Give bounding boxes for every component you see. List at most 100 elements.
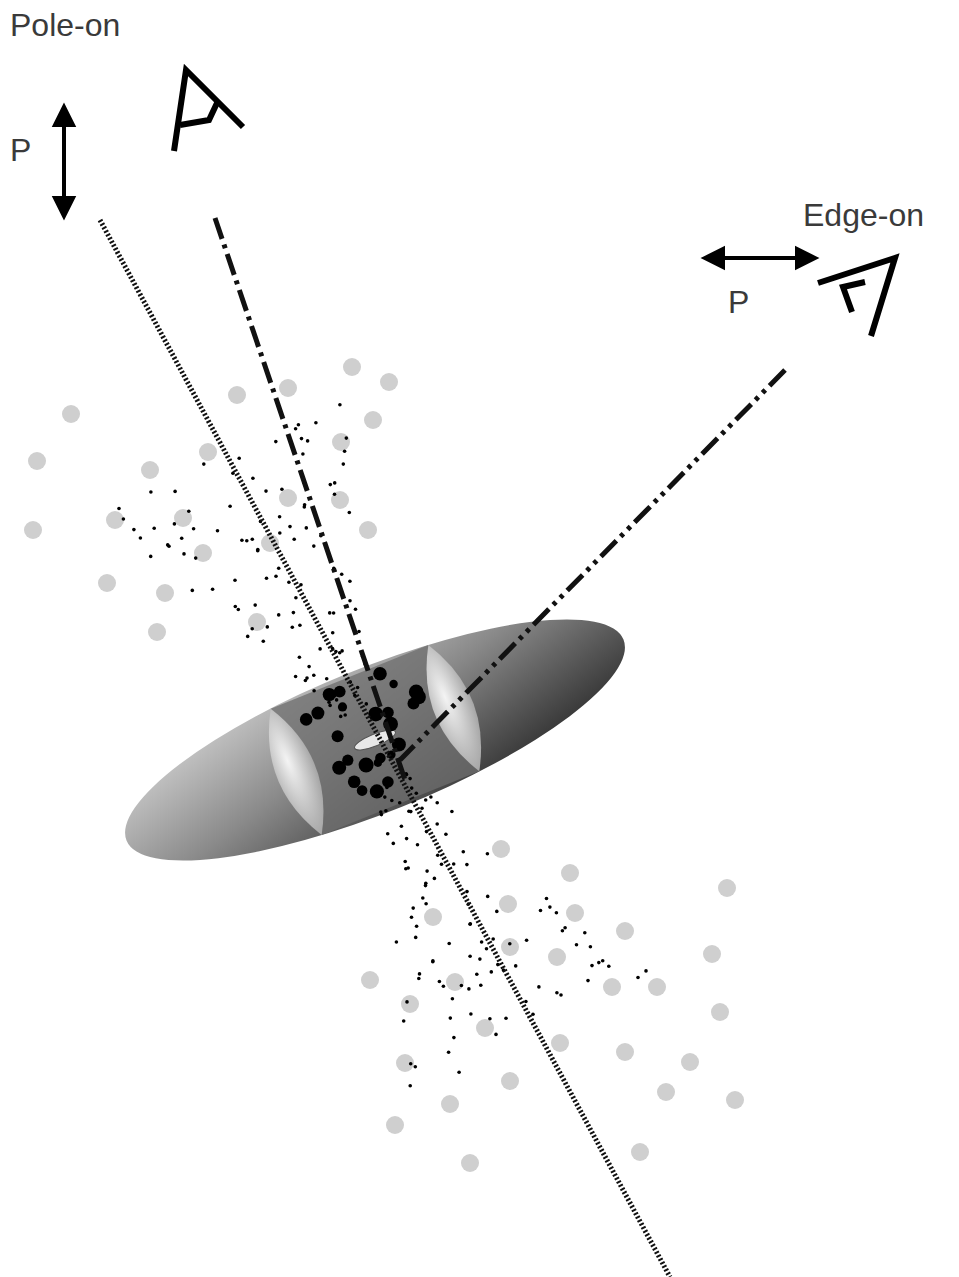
cloud-dot [274,440,278,444]
cloud-dot [433,877,437,881]
eye-symbol [174,70,895,336]
cloud-dot [251,477,255,481]
edge-on-sightline [400,370,785,760]
cloud-dot [555,911,559,915]
cloud-dot [425,869,429,873]
cloud-dot [331,491,349,509]
cloud-dot [462,850,466,854]
dense-clump [370,784,384,798]
cloud-dot [152,526,156,530]
cloud-dot [166,543,170,547]
dense-clump [357,785,368,796]
cloud-dot [328,611,332,615]
cloud-dot [237,608,241,612]
cloud-dot [314,421,318,425]
cloud-dot [117,507,121,511]
cloud-dot [333,481,337,485]
cloud-dot [240,538,244,542]
cloud-dot [335,698,339,702]
cloud-dot [438,980,442,984]
cloud-dot [452,1036,456,1040]
cloud-dot [380,813,384,817]
cloud-dot [631,1143,649,1161]
cloud-dot [361,971,379,989]
cloud-dot [589,945,593,949]
cloud-dot [400,825,404,829]
cloud-dot [148,623,166,641]
cloud-dot [298,656,302,660]
cloud-dot [312,673,316,677]
cloud-dot [405,837,409,841]
cloud-dot [365,702,369,706]
cloud-dot [182,552,186,556]
cloud-dot [416,843,420,847]
cloud-dot [331,631,335,635]
cloud-dot [648,978,666,996]
cloud-dot [245,539,249,543]
cloud-dot [174,509,192,527]
cloud-dot [256,549,260,553]
cloud-dot [332,433,350,451]
cloud-dot [237,457,241,461]
cloud-dot [297,423,301,427]
cloud-dot [405,1000,409,1004]
pole-on-sightline [215,218,405,780]
cloud-dot [490,970,494,974]
dense-clump [338,702,347,711]
dense-clump [342,755,353,766]
cloud-dot [407,809,411,813]
cloud-dot [306,439,310,443]
cloud-dot [251,538,255,542]
cloud-dot [460,984,464,988]
cloud-dot [548,948,566,966]
cloud-dot [563,926,567,930]
dense-clump [382,776,394,788]
cloud-dot [301,452,305,456]
cloud-dot [718,879,736,897]
cloud-dot [194,556,198,560]
cloud-dot [277,566,281,570]
cloud-dot [415,924,419,928]
cloud-dot [132,528,136,532]
cloud-dot [601,959,605,963]
cloud-dot [328,704,332,708]
cloud-dot [486,895,490,899]
cloud-dot [356,686,360,690]
cloud-dot [475,973,479,977]
cloud-dot [106,511,124,529]
cloud-dot [495,910,499,914]
cloud-dot [644,969,648,973]
cloud-dot [384,809,388,813]
cloud-dot [726,1091,744,1109]
cloud-dot [194,544,212,562]
cloud-dot [590,964,594,968]
cloud-dot [548,905,552,909]
cloud-dot [342,462,346,466]
cloud-dot [250,627,254,631]
cloud-dot [465,890,469,894]
cloud-dot [305,676,309,680]
cloud-dot [343,713,347,717]
dense-clump [389,680,397,688]
cloud-dot [607,965,611,969]
cloud-dot [348,599,352,603]
cloud-dot [345,436,349,440]
cloud-dot [485,947,489,951]
cloud-dot [469,1012,473,1016]
cloud-dot [420,807,424,811]
cloud-dot [248,613,266,631]
cloud-dot [408,1084,412,1088]
cloud-dot [300,437,304,441]
cloud-dot [265,577,269,581]
cloud-dot [398,801,402,805]
cloud-dot [287,580,291,584]
cloud-dot [98,574,116,592]
cloud-dot [603,978,621,996]
cloud-dot [410,916,414,920]
cloud-dot [325,677,329,681]
cloud-dot [461,1154,479,1172]
cloud-dot [291,625,295,629]
cloud-dot [504,1017,508,1021]
cloud-dot [278,515,282,519]
